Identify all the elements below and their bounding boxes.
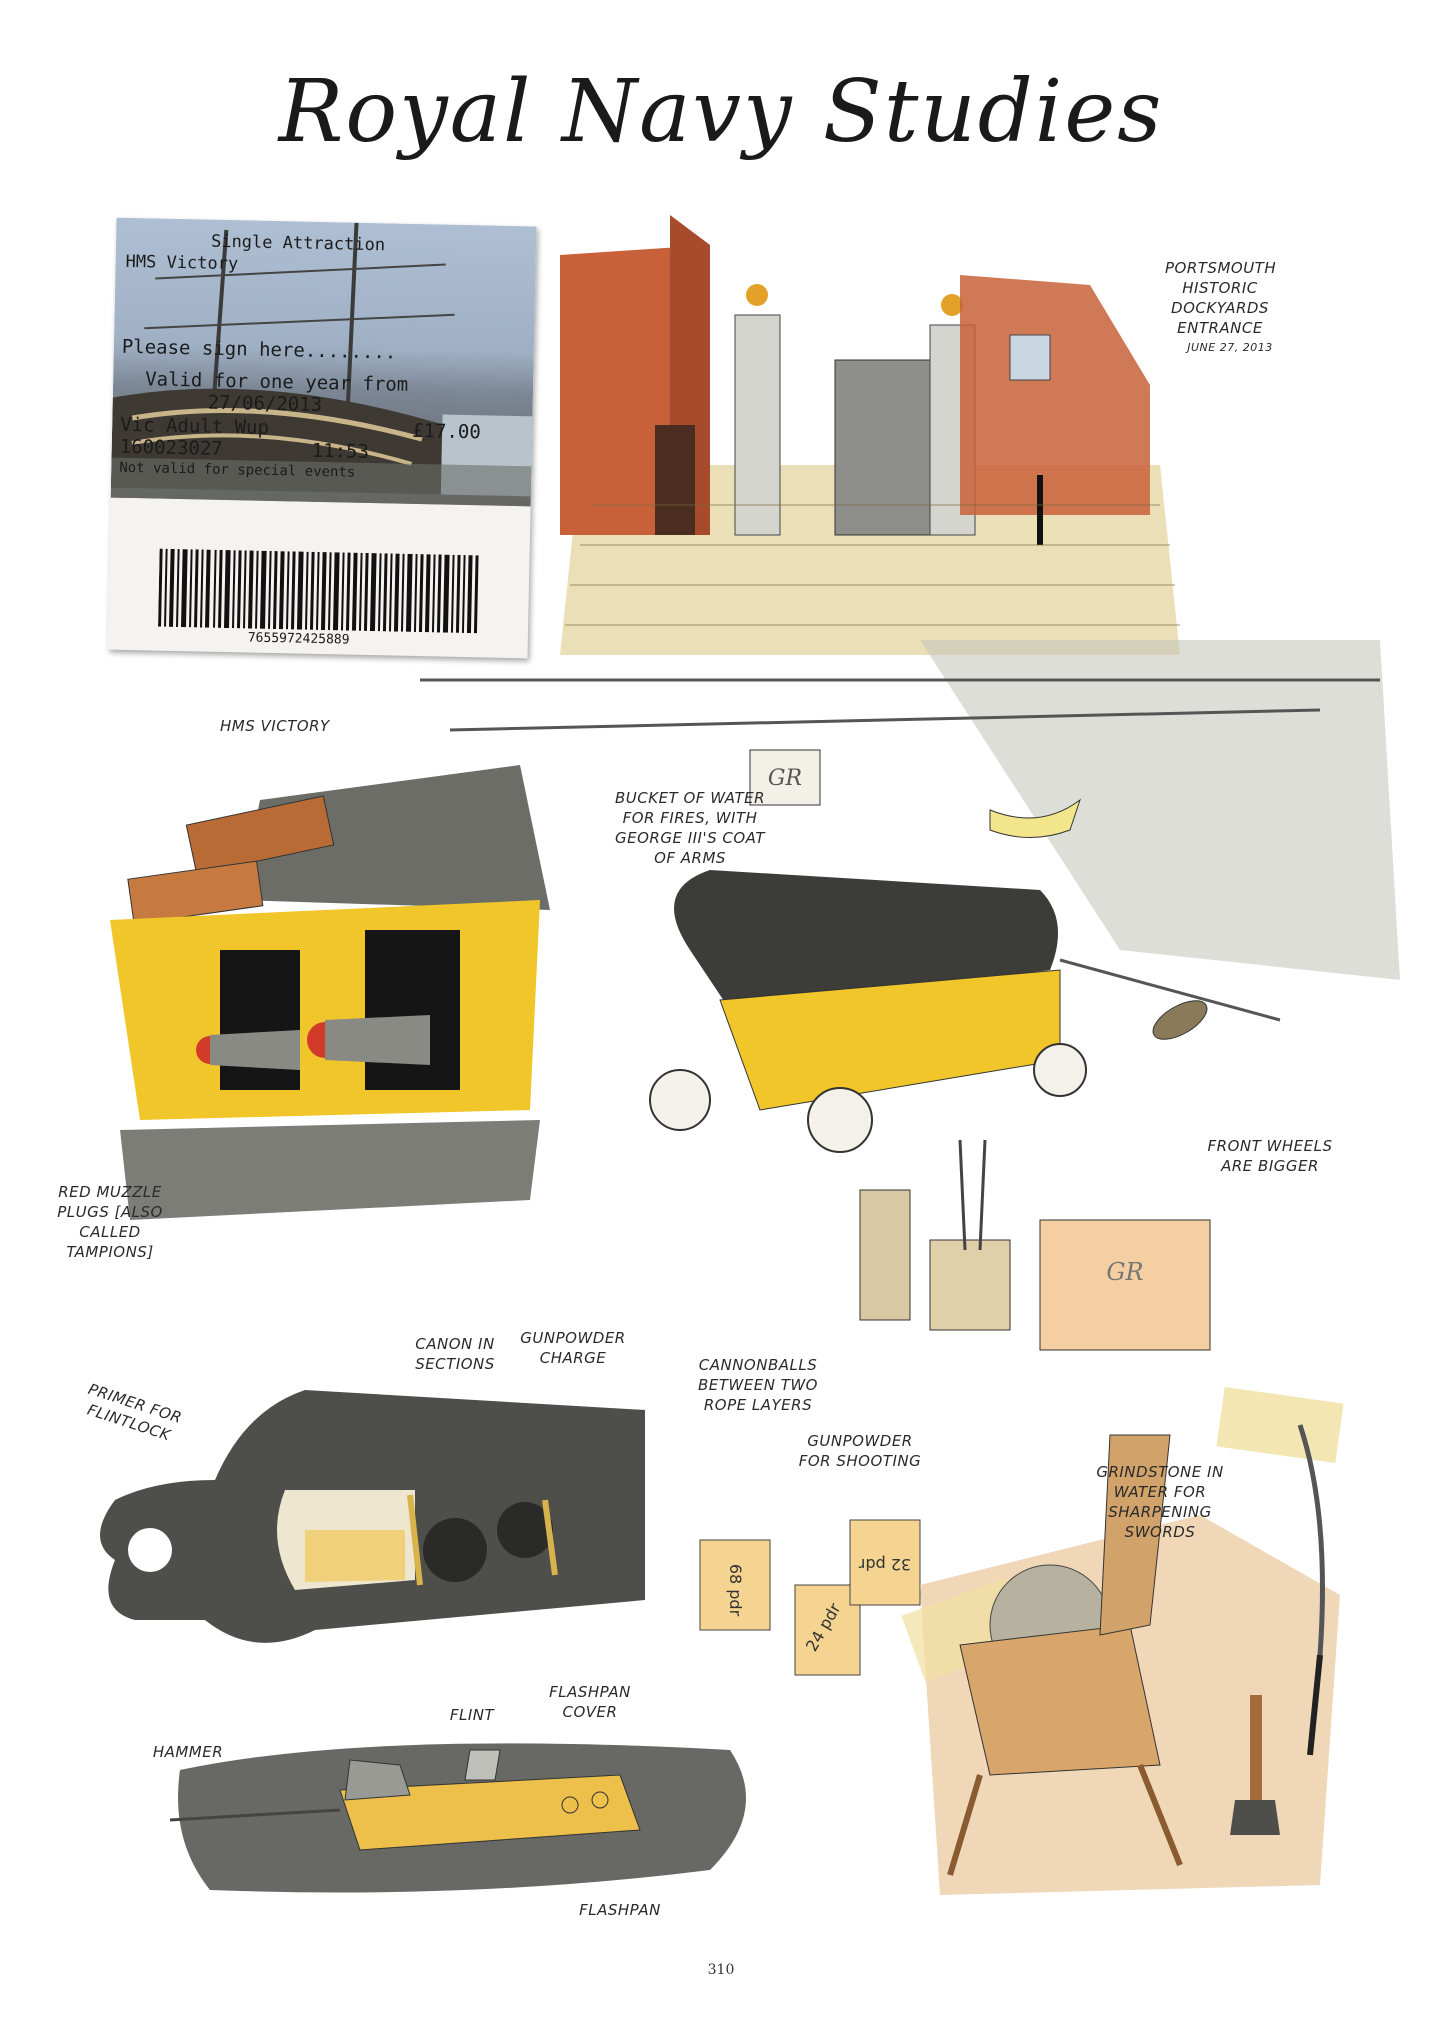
grindstone-label: GRINDSTONE IN WATER FOR SHARPENING SWORD…	[1096, 1463, 1224, 1541]
gunpowder-charge-label: GUNPOWDER CHARGE	[520, 1329, 626, 1367]
hammer-label: HAMMER	[152, 1743, 224, 1761]
portsmouth-date-label: JUNE 27, 2013	[1187, 341, 1273, 354]
ticket-product: Vic Adult Wup	[120, 413, 270, 439]
page-title: Royal Navy Studies	[278, 62, 1164, 162]
gunpowder-buckets-sketch: 68 pdr 24 pdr 32 pdr	[699, 1519, 921, 1676]
dockyard-entrance-sketch	[560, 215, 1180, 655]
ticket-line-ship: HMS Victory	[125, 251, 239, 275]
canon-sections-label: CANON IN SECTIONS	[415, 1335, 495, 1373]
hms-victory-label: HMS VICTORY	[220, 717, 330, 735]
flint-label: FLINT	[449, 1706, 495, 1724]
page-number: 310	[707, 1962, 735, 1978]
hull-gunports-sketch	[110, 765, 550, 1220]
ticket-line-attraction: Single Attraction	[210, 231, 386, 256]
bucket-coat-of-arms: GR	[768, 766, 802, 791]
ticket-time: 11:53	[311, 439, 370, 463]
cannon-section-sketch	[100, 1390, 645, 1643]
ticket-price: £17.00	[411, 419, 482, 444]
ticket-ship-photo	[110, 217, 537, 507]
ticket-barcode-number: 7655972425889	[247, 630, 350, 648]
bucket-32pdr: 32 pdr	[858, 1555, 911, 1574]
gunpowder-shooting-label: GUNPOWDER FOR SHOOTING	[798, 1432, 922, 1470]
ship-photo-illustration	[110, 222, 533, 507]
muzzle-plugs-label: RED MUZZLE PLUGS [ALSO CALLED TAMPIONS]	[57, 1183, 163, 1261]
bucket-68pdr: 68 pdr	[726, 1564, 745, 1617]
flashpan-label: FLASHPAN	[579, 1901, 661, 1919]
ticket-barcode	[158, 548, 479, 634]
flintlock-sketch	[169, 1743, 746, 1893]
flashpan-cover-label: FLASHPAN COVER	[549, 1683, 631, 1721]
grindstone-sketch	[901, 1386, 1344, 1895]
ticket-number: 160023027	[119, 435, 223, 460]
cannonballs-label: CANNONBALLS BETWEEN TWO ROPE LAYERS	[697, 1356, 818, 1414]
ticket-valid-date: 27/06/2013	[207, 391, 323, 416]
portsmouth-label: PORTSMOUTH HISTORIC DOCKYARDS ENTRANCE	[1165, 259, 1277, 337]
admission-ticket: Single Attraction HMS Victory Please sig…	[107, 217, 537, 659]
bucket-label: BUCKET OF WATER FOR FIRES, WITH GEORGE I…	[615, 789, 766, 867]
cannon-carriage-sketch: GR GR	[420, 640, 1400, 1351]
chest-coat-of-arms: GR	[1106, 1258, 1143, 1286]
front-wheels-label: FRONT WHEELS ARE BIGGER	[1207, 1137, 1333, 1175]
